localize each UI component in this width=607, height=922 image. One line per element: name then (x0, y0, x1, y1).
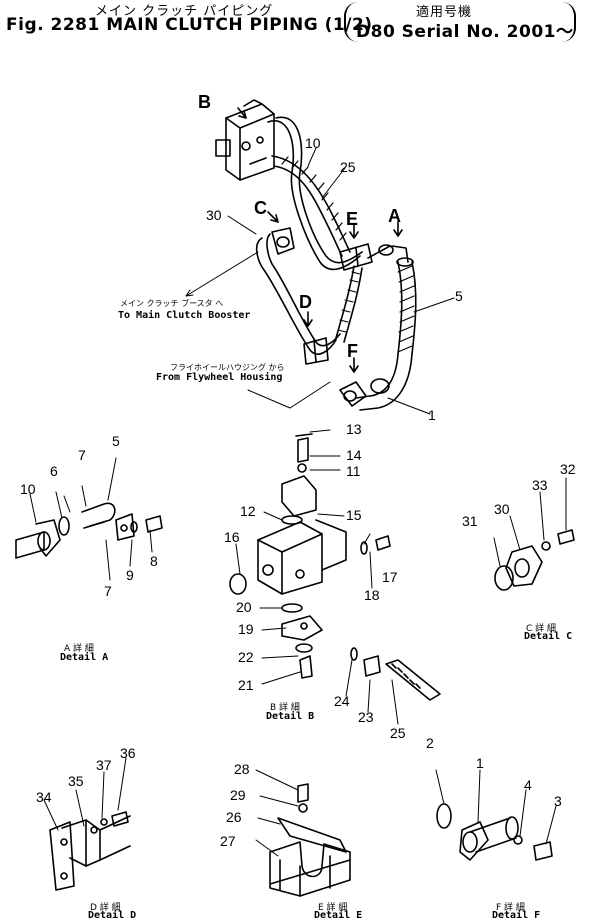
part-number: 9 (126, 567, 134, 583)
fitting-a (367, 244, 409, 263)
arrow-b (237, 107, 247, 119)
detail-a-label-jp: A 詳 細 (64, 644, 94, 654)
flywheel-label: From Flywheel Housing (156, 372, 283, 383)
part-number: 28 (234, 761, 250, 777)
serial-japanese: 適用号機 (416, 5, 473, 20)
part-number: 11 (346, 463, 361, 479)
part-number: 5 (455, 288, 463, 304)
detail-d-label: Detail D (88, 910, 137, 921)
title-japanese: メイン クラッチ パイピング (95, 4, 274, 19)
detail-c-label-jp: C 詳 細 (526, 624, 557, 634)
pipe-1 (339, 353, 413, 411)
part-number: 31 (462, 513, 478, 529)
detail-a-drawing (15, 457, 163, 581)
arrow-c (267, 211, 279, 223)
view-letter-c: C (254, 198, 267, 218)
view-letter-e: E (346, 209, 358, 229)
part-number: 5 (112, 433, 120, 449)
part-number: 2 (426, 735, 434, 751)
arrow-e (349, 223, 359, 239)
view-letter-d: D (299, 292, 312, 312)
part-number: 14 (346, 447, 362, 463)
part-number: 17 (382, 569, 398, 585)
part-number: 29 (230, 787, 246, 803)
part-number: 35 (68, 773, 84, 789)
pipe-10 (267, 116, 363, 271)
detail-d-label-jp: D 詳 細 (90, 903, 121, 913)
detail-a-label: Detail A (60, 652, 109, 663)
part-number: 10 (20, 481, 36, 497)
arrow-f (349, 357, 359, 373)
part-number: 25 (340, 159, 356, 175)
part-number: 36 (120, 745, 136, 761)
part-number: 27 (220, 833, 236, 849)
part-number: 8 (150, 553, 158, 569)
detail-b-drawing (229, 429, 441, 725)
part-number: 6 (50, 463, 58, 479)
part-number: 10 (305, 135, 321, 151)
part-number: 37 (96, 757, 112, 773)
part-number: 16 (224, 529, 240, 545)
view-letter-a: A (388, 206, 401, 226)
detail-b-label: Detail B (266, 711, 315, 722)
part-number: 22 (238, 649, 254, 665)
part-number: 1 (428, 407, 436, 423)
serial-number: D80 Serial No. 2001〜 (356, 22, 574, 42)
part-number: 25 (390, 725, 406, 741)
part-number: 24 (334, 693, 350, 709)
booster-label: To Main Clutch Booster (118, 310, 251, 321)
part-number: 13 (346, 421, 362, 437)
view-letter-b: B (198, 92, 211, 112)
part-number: 4 (524, 777, 532, 793)
part-number: 23 (358, 709, 374, 725)
detail-f-label: Detail F (492, 910, 541, 921)
clip-d (303, 337, 329, 365)
figure-title: Fig. 2281 MAIN CLUTCH PIPING (1/2) (6, 15, 373, 35)
part-number: 26 (226, 809, 242, 825)
part-number: 7 (78, 447, 86, 463)
part-number: 19 (238, 621, 254, 637)
hose-25 (271, 155, 351, 257)
detail-f-label-jp: F 詳 細 (496, 903, 525, 913)
detail-e-drawing (255, 769, 351, 897)
part-number: 32 (560, 461, 576, 477)
view-letter-f: F (347, 341, 358, 361)
hose-5 (396, 257, 417, 355)
detail-b-label-jp: B 詳 細 (270, 703, 300, 713)
arrow-a (393, 221, 403, 237)
part-number: 33 (532, 477, 548, 493)
part-number: 20 (236, 599, 252, 615)
detail-c-label: Detail C (524, 631, 573, 642)
main-valve-block (215, 99, 275, 181)
detail-d-drawing (43, 757, 131, 891)
part-number: 15 (346, 507, 362, 523)
serial-bracket (344, 2, 576, 42)
detail-f-drawing (435, 769, 557, 861)
part-number: 18 (364, 587, 380, 603)
arrow-d (303, 311, 313, 327)
part-number: 12 (240, 503, 256, 519)
part-number: 34 (36, 789, 52, 805)
flywheel-label-jp: フライホイールハウジング から (170, 363, 285, 372)
fitting-e (339, 243, 373, 271)
part-number: 7 (104, 583, 112, 599)
hose-d-e (335, 265, 363, 343)
part-number: 21 (238, 677, 254, 693)
detail-c-drawing (493, 477, 575, 591)
detail-e-label-jp: E 詳 細 (318, 903, 348, 913)
booster-label-jp: メイン クラッチ ブースタ へ (120, 299, 224, 308)
part-number: 30 (494, 501, 510, 517)
detail-e-label: Detail E (314, 910, 363, 921)
part-number: 30 (206, 207, 222, 223)
part-number: 3 (554, 793, 562, 809)
part-number: 1 (476, 755, 484, 771)
